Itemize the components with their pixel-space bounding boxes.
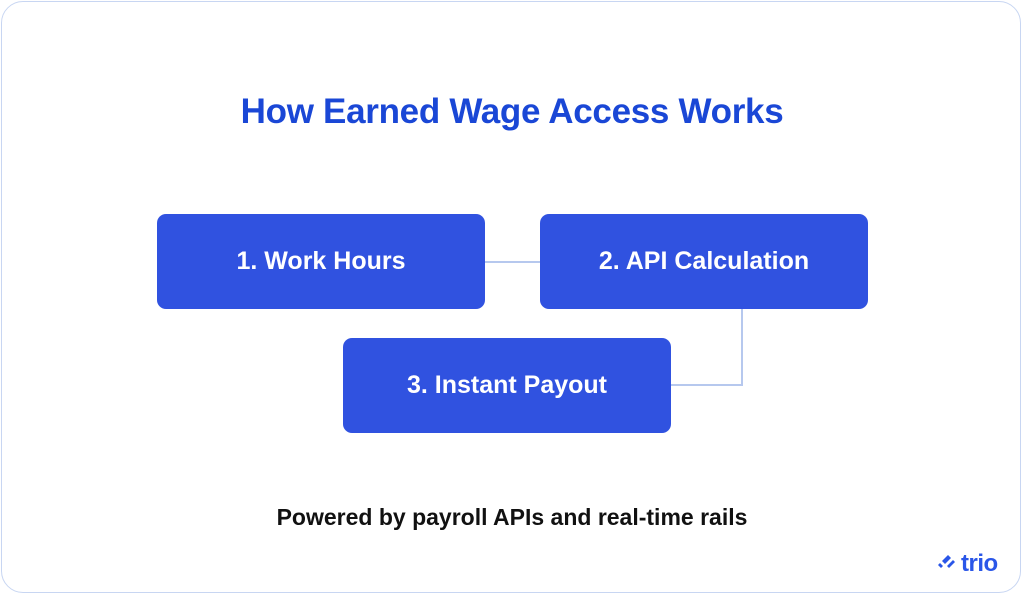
step-work-hours: 1. Work Hours xyxy=(157,214,485,309)
footer-caption: Powered by payroll APIs and real-time ra… xyxy=(276,504,748,530)
brand-logo: trio xyxy=(938,551,998,576)
step-api-calculation: 2. API Calculation xyxy=(540,214,868,309)
step-instant-payout: 3. Instant Payout xyxy=(343,338,671,433)
trio-logo-icon xyxy=(938,551,958,576)
brand-name: trio xyxy=(961,549,998,577)
step-label: 2. API Calculation xyxy=(598,247,810,275)
diagram-title: How Earned Wage Access Works xyxy=(240,92,784,131)
step-label: 1. Work Hours xyxy=(236,247,406,275)
step-label: 3. Instant Payout xyxy=(406,371,608,399)
